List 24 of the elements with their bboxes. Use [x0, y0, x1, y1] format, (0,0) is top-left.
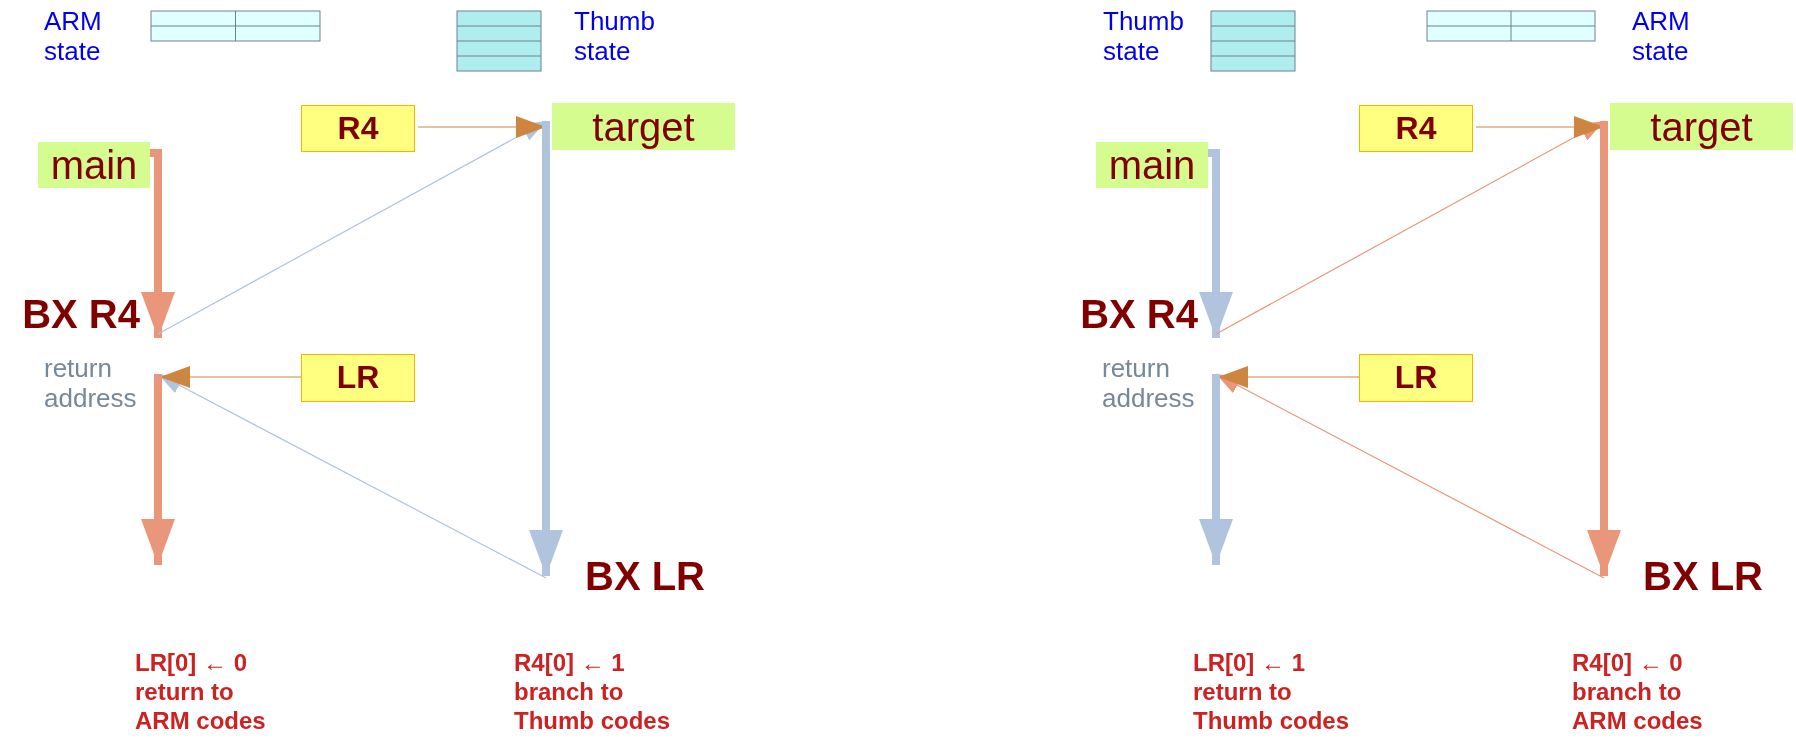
note-text: LR[0] ← 0 return to ARM codes [135, 648, 267, 735]
label-box: main [1096, 142, 1208, 188]
label-box: target [1610, 103, 1793, 150]
instruction-label: BX LR [585, 554, 705, 598]
note-text: R4[0] ← 1 branch to Thumb codes [514, 648, 671, 735]
register-box: LR [301, 354, 415, 402]
label-box: target [552, 103, 735, 150]
state-label: Thumb state [1103, 6, 1185, 66]
note-text: LR[0] ← 1 return to Thumb codes [1193, 648, 1350, 735]
note-text: R4[0] ← 0 branch to ARM codes [1572, 648, 1704, 735]
register-box: LR [1359, 354, 1473, 402]
instruction-label: BX R4 [22, 292, 140, 336]
state-label: ARM state [1632, 6, 1691, 66]
state-label: Thumb state [574, 6, 656, 66]
state-label: ARM state [44, 6, 103, 66]
arrow [159, 366, 302, 388]
register-box: R4 [1359, 105, 1473, 152]
address-label: return address [1102, 353, 1196, 413]
instruction-label: BX R4 [1080, 292, 1198, 336]
label-box: main [38, 142, 150, 188]
instruction-label: BX LR [1643, 554, 1763, 598]
address-label: return address [44, 353, 138, 413]
register-box: R4 [301, 105, 415, 152]
arrow [1217, 366, 1360, 388]
